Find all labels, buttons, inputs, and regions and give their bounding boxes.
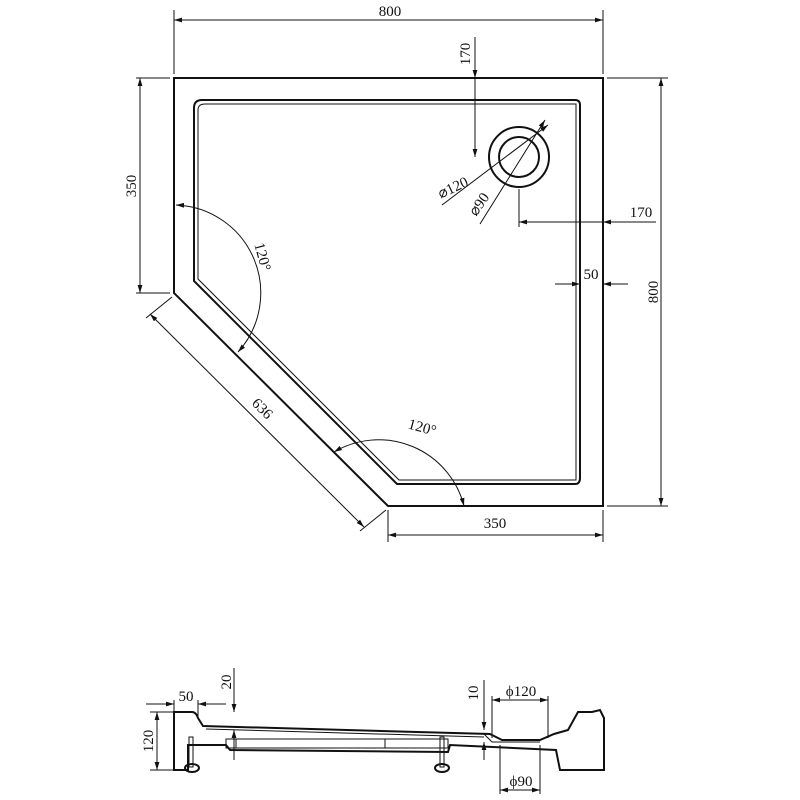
drain-leader-90 [479,119,546,225]
dimension-rim: 50 [555,267,628,290]
angle-upper: 120° [175,202,273,353]
dim-height-label: 800 [646,281,662,304]
dim-left-side-label: 350 [124,175,140,198]
tray-inner-outline-2 [197,103,577,481]
section-rim-label: 50 [179,689,194,705]
dim-diagonal-label: 636 [248,396,276,424]
drain [441,119,550,225]
dim-rim-label: 50 [584,267,599,283]
drain-inner-ring [498,136,540,178]
section-view: 50 20 120 10 ϕ120 [141,668,605,794]
dim-bottom-side-label: 350 [484,516,507,532]
drain-leader-120 [441,124,549,206]
section-dim-rim-depth: 10 [466,680,487,760]
dimension-drain-top: 170 [458,37,478,157]
dimension-diagonal: 636 [145,296,387,532]
section-depth-label: 20 [219,675,235,690]
section-surface [202,725,540,743]
dim-drain-top-label: 170 [458,43,474,66]
dim-width-label: 800 [379,4,402,20]
section-frame [225,738,449,749]
section-drain-inner-label: ϕ90 [510,774,533,790]
tray-inner-outline [193,99,581,485]
foot-right-rod [439,736,445,768]
section-dim-height: 120 [141,711,174,771]
dimension-drain-right: 170 [518,189,656,227]
dimension-width: 800 [173,4,604,74]
section-dim-rim: 50 [146,689,226,716]
section-height-label: 120 [141,730,157,753]
section-rim-depth-label: 10 [466,686,482,701]
dimension-height: 800 [607,77,668,507]
foot-right [434,763,450,773]
foot-left-rod [188,736,194,768]
feet [184,736,450,773]
drain-outer-diameter-label: ⌀120 [436,174,471,202]
section-drain-outer-label: ϕ120 [506,684,536,700]
drain-outer-ring [488,126,550,188]
drain-inner-diameter-label: ⌀90 [466,190,493,219]
section-dim-depth: 20 [219,668,237,760]
angle-lower-label: 120° [406,417,438,440]
dimension-left-side: 350 [124,77,170,294]
dimension-bottom-side: 350 [387,510,604,542]
plan-view: 800 800 350 350 636 [124,4,668,542]
section-dim-drain-outer: ϕ120 [491,684,549,738]
angle-lower: 120° [333,417,465,507]
section-body-outline [173,708,605,771]
section-surface-2 [205,728,485,738]
foot-left [184,763,200,773]
section-dim-drain-inner: ϕ90 [499,745,541,794]
tray-outer-outline [173,77,604,507]
dim-drain-right-label: 170 [630,205,653,221]
angle-upper-label: 120° [250,241,273,273]
